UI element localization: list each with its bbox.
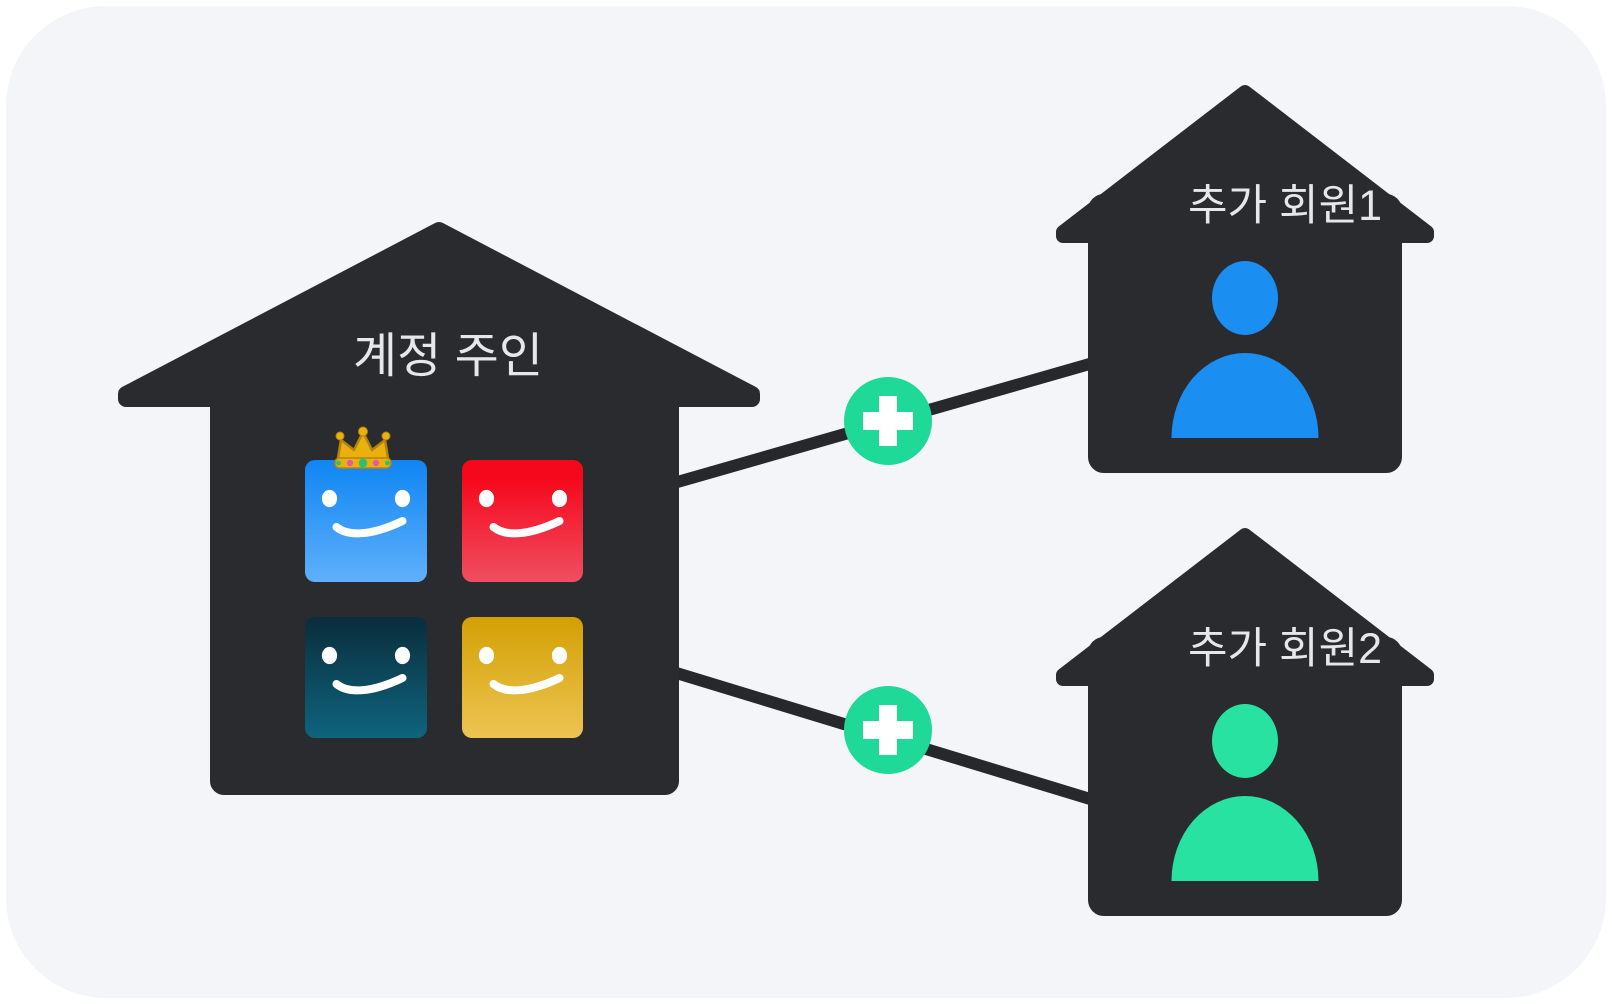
- crown-orb: [381, 431, 391, 441]
- member-house-2-title: 추가 회원2: [1188, 625, 1382, 673]
- profile-avatar-teal: [305, 617, 427, 738]
- crown-orb: [358, 426, 368, 437]
- profile-avatar-blue: [305, 460, 427, 582]
- member-house-2: 추가 회원2: [1056, 528, 1434, 916]
- owner-house-body: [210, 356, 679, 795]
- crown-icon: [334, 426, 392, 469]
- person-body: [1171, 353, 1319, 438]
- person-body: [1171, 796, 1319, 881]
- person-head: [1212, 704, 1278, 778]
- person-head: [1212, 261, 1278, 335]
- crown-gem-pink: [372, 459, 380, 467]
- person-icon-blue: [1171, 261, 1319, 438]
- crown-gem-green: [385, 460, 390, 466]
- member-house-1: 추가 회원1: [1056, 85, 1434, 473]
- plus-icon: [863, 396, 913, 446]
- member-house-1-title: 추가 회원1: [1188, 182, 1382, 230]
- crown-gem-green: [336, 460, 341, 466]
- plus-badge-2: [844, 686, 932, 774]
- crown-orb: [335, 431, 345, 441]
- crown-gem-pink: [346, 459, 354, 467]
- owner-house-title: 계정 주인: [353, 330, 543, 383]
- profile-avatar-red: [462, 460, 583, 582]
- crown-gem-green: [358, 458, 368, 468]
- person-icon-green: [1171, 704, 1319, 881]
- profile-grid: [305, 460, 583, 738]
- plus-icon: [863, 705, 913, 755]
- plus-badge-1: [844, 377, 932, 465]
- owner-house: 계정 주인: [118, 222, 760, 795]
- profile-avatar-gold: [462, 617, 583, 738]
